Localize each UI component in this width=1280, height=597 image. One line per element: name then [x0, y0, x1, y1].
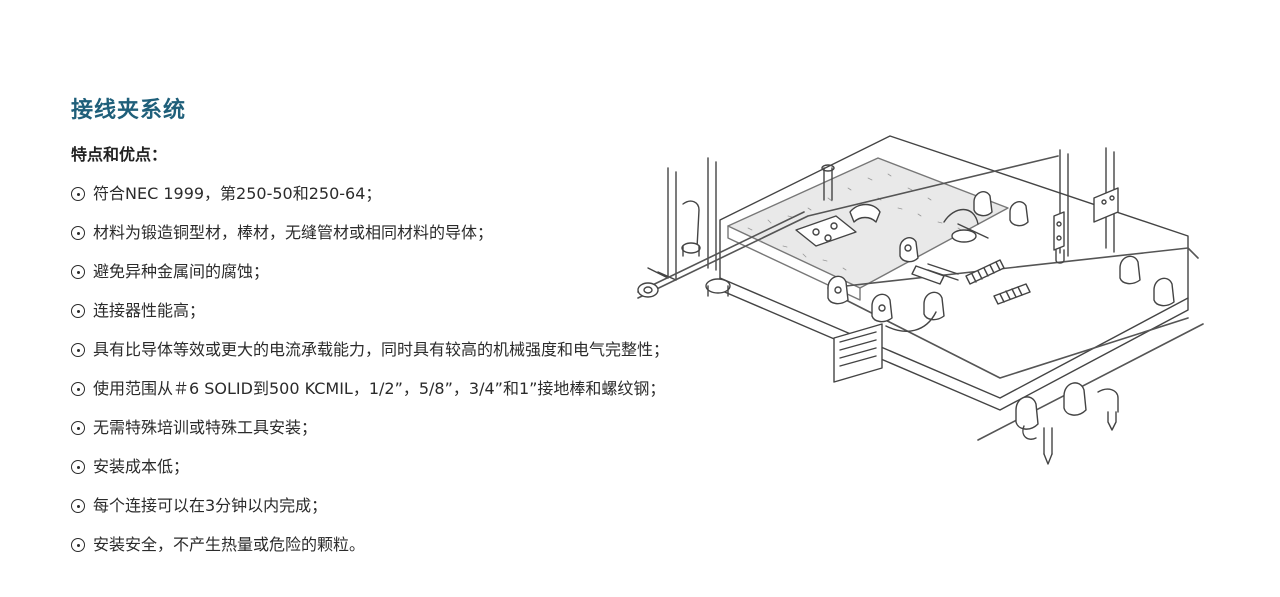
circled-dot-icon [71, 421, 85, 435]
circled-dot-icon [71, 343, 85, 357]
right-wall-clamps [1053, 187, 1175, 307]
feature-item: 材料为锻造铜型材，棒材，无缝管材或相同材料的导体； [71, 218, 771, 257]
feature-text: 无需特殊培训或特殊工具安装； [93, 418, 318, 437]
features-section: 特点和优点： 符合NEC 1999，第250-50和250-64； 材料为锻造铜… [71, 140, 771, 569]
feature-item: 无需特殊培训或特殊工具安装； [71, 413, 771, 452]
grounding-system-illustration [637, 135, 1204, 465]
ground-rod-clamps [1015, 382, 1119, 465]
circled-dot-icon [71, 304, 85, 318]
feature-text: 符合NEC 1999，第250-50和250-64； [93, 184, 382, 203]
ground-plate [833, 323, 883, 383]
feature-item: 具有比导体等效或更大的电流承载能力，同时具有较高的机械强度和电气完整性； [71, 335, 771, 374]
page-title: 接线夹系统 [71, 97, 187, 123]
feature-item: 避免异种金属间的腐蚀； [71, 257, 771, 296]
circled-dot-icon [71, 187, 85, 201]
circled-dot-icon [71, 499, 85, 513]
feature-text: 安装成本低； [93, 457, 190, 476]
circled-dot-icon [71, 265, 85, 279]
feature-text: 连接器性能高； [93, 301, 206, 320]
circled-dot-icon [71, 226, 85, 240]
feature-item: 安装安全，不产生热量或危险的颗粒。 [71, 530, 771, 569]
feature-text: 安装安全，不产生热量或危险的颗粒。 [93, 535, 366, 554]
busbar-plate [795, 215, 857, 247]
left-columns [647, 157, 717, 281]
feature-item: 符合NEC 1999，第250-50和250-64； [71, 179, 771, 218]
feature-text: 避免异种金属间的腐蚀； [93, 262, 270, 281]
circled-dot-icon [71, 382, 85, 396]
feature-item: 安装成本低； [71, 452, 771, 491]
cable-clamps-front [827, 275, 945, 332]
circled-dot-icon [71, 460, 85, 474]
cable-clamps-center [899, 191, 1029, 281]
right-columns [1059, 147, 1115, 257]
features-heading: 特点和优点： [71, 145, 168, 164]
feature-text: 使用范围从＃6 SOLID到500 KCMIL，1/2”，5/8”，3/4”和1… [93, 379, 666, 398]
concrete-pad [727, 157, 1009, 289]
circled-dot-icon [71, 538, 85, 552]
floor-slab-edge [719, 277, 1189, 411]
feature-item: 使用范围从＃6 SOLID到500 KCMIL，1/2”，5/8”，3/4”和1… [71, 374, 771, 413]
threaded-rods [911, 259, 1031, 305]
left-clamps [637, 200, 731, 298]
feature-item: 连接器性能高； [71, 296, 771, 335]
pipe-clamp [821, 164, 881, 223]
feature-list: 符合NEC 1999，第250-50和250-64； 材料为锻造铜型材，棒材，无… [71, 179, 771, 569]
feature-text: 材料为锻造铜型材，棒材，无缝管材或相同材料的导体； [93, 223, 494, 242]
feature-text: 具有比导体等效或更大的电流承载能力，同时具有较高的机械强度和电气完整性； [93, 340, 670, 359]
feature-item: 每个连接可以在3分钟以内完成； [71, 491, 771, 530]
feature-text: 每个连接可以在3分钟以内完成； [93, 496, 328, 515]
